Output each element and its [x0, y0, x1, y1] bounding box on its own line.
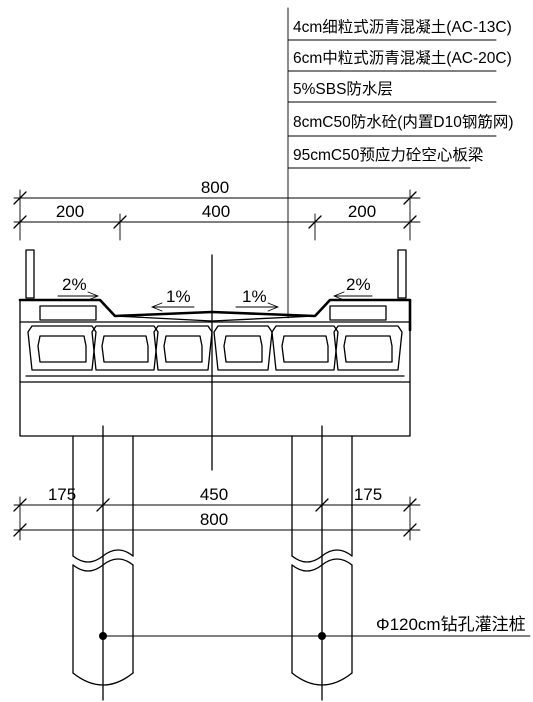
dimension-total-800: 800 [201, 178, 229, 197]
deck-top-surface [18, 298, 412, 332]
beam-5 [271, 325, 339, 371]
dimension-tick [113, 215, 127, 229]
layer-label-4: 8cmC50防水砼(内置D10钢筋网) [293, 113, 513, 131]
beam-outline [271, 325, 339, 371]
dimension-middle-400: 400 [202, 202, 230, 221]
dimension-tick [13, 215, 27, 229]
beam-3 [153, 325, 213, 371]
beam-outline [91, 325, 159, 371]
dimension-left-175: 175 [48, 485, 76, 504]
slope-label-outer-right: 2% [346, 275, 371, 294]
dimension-tick [315, 498, 329, 512]
bottom-dimensions: 175 450 175 800 [13, 485, 421, 541]
beam-outline [213, 325, 273, 371]
dimension-tick [13, 191, 27, 205]
beam-2 [91, 325, 159, 371]
layer-label-2: 6cm中粒式沥青混凝土(AC-20C) [293, 49, 512, 67]
slope-annotations: 2% 1% 1% 2% [57, 275, 373, 312]
dimension-right-175: 175 [354, 485, 382, 504]
beam-void [223, 335, 263, 363]
deck-outline [19, 299, 411, 383]
bridge-deck [18, 298, 412, 383]
pile-callout: Φ120cm钻孔灌注桩 [102, 615, 531, 637]
beam-void [163, 335, 203, 363]
slope-arrow-head [151, 302, 163, 312]
beam-outline [27, 325, 97, 371]
dimension-tick [308, 215, 322, 229]
railing-posts [25, 249, 407, 299]
dimension-tick [403, 498, 417, 512]
layer-label-1: 4cm细粒式沥青混凝土(AC-13C) [293, 18, 512, 36]
layer-callout: 4cm细粒式沥青混凝土(AC-13C) 6cm中粒式沥青混凝土(AC-20C) … [287, 7, 513, 319]
slope-label-inner-right: 1% [242, 287, 267, 306]
dimension-left-200: 200 [56, 202, 84, 221]
pavement-inner-line [114, 315, 316, 322]
dimension-tick [96, 498, 110, 512]
layer-label-3: 5%SBS防水层 [293, 80, 393, 98]
beam-1 [27, 325, 97, 371]
beam-4 [213, 325, 273, 371]
slope-label-outer-left: 2% [62, 275, 87, 294]
beam-void [281, 335, 329, 363]
beam-outline [333, 325, 403, 371]
railing-post-right [397, 249, 407, 299]
pile-left [72, 425, 134, 701]
beam-void [37, 335, 87, 363]
pier-cap-outline [19, 381, 411, 437]
dimension-tick [403, 215, 417, 229]
beam-void [343, 335, 393, 363]
railing-post-left [25, 249, 35, 299]
dimension-total-800: 800 [200, 510, 228, 529]
dimension-tick [13, 498, 27, 512]
hollow-slab-beams [27, 325, 403, 371]
pier-cap [19, 381, 411, 437]
top-dimensions: 800 200 400 200 [13, 178, 421, 241]
beam-outline [153, 325, 213, 371]
layer-label-5: 95cmC50预应力砼空心板梁 [293, 145, 483, 164]
dimension-tick [403, 523, 417, 537]
dimension-tick [13, 523, 27, 537]
dimension-tick [403, 191, 417, 205]
curb-block-left [39, 305, 97, 321]
pile-right [291, 425, 353, 701]
slope-arrow-head [267, 302, 279, 312]
slope-label-inner-left: 1% [166, 287, 191, 306]
pile-label: Φ120cm钻孔灌注桩 [376, 615, 526, 634]
curb-block-right [329, 305, 387, 321]
dimension-right-200: 200 [348, 202, 376, 221]
beam-void [101, 335, 149, 363]
dimension-middle-450: 450 [200, 485, 228, 504]
beam-6 [333, 325, 403, 371]
